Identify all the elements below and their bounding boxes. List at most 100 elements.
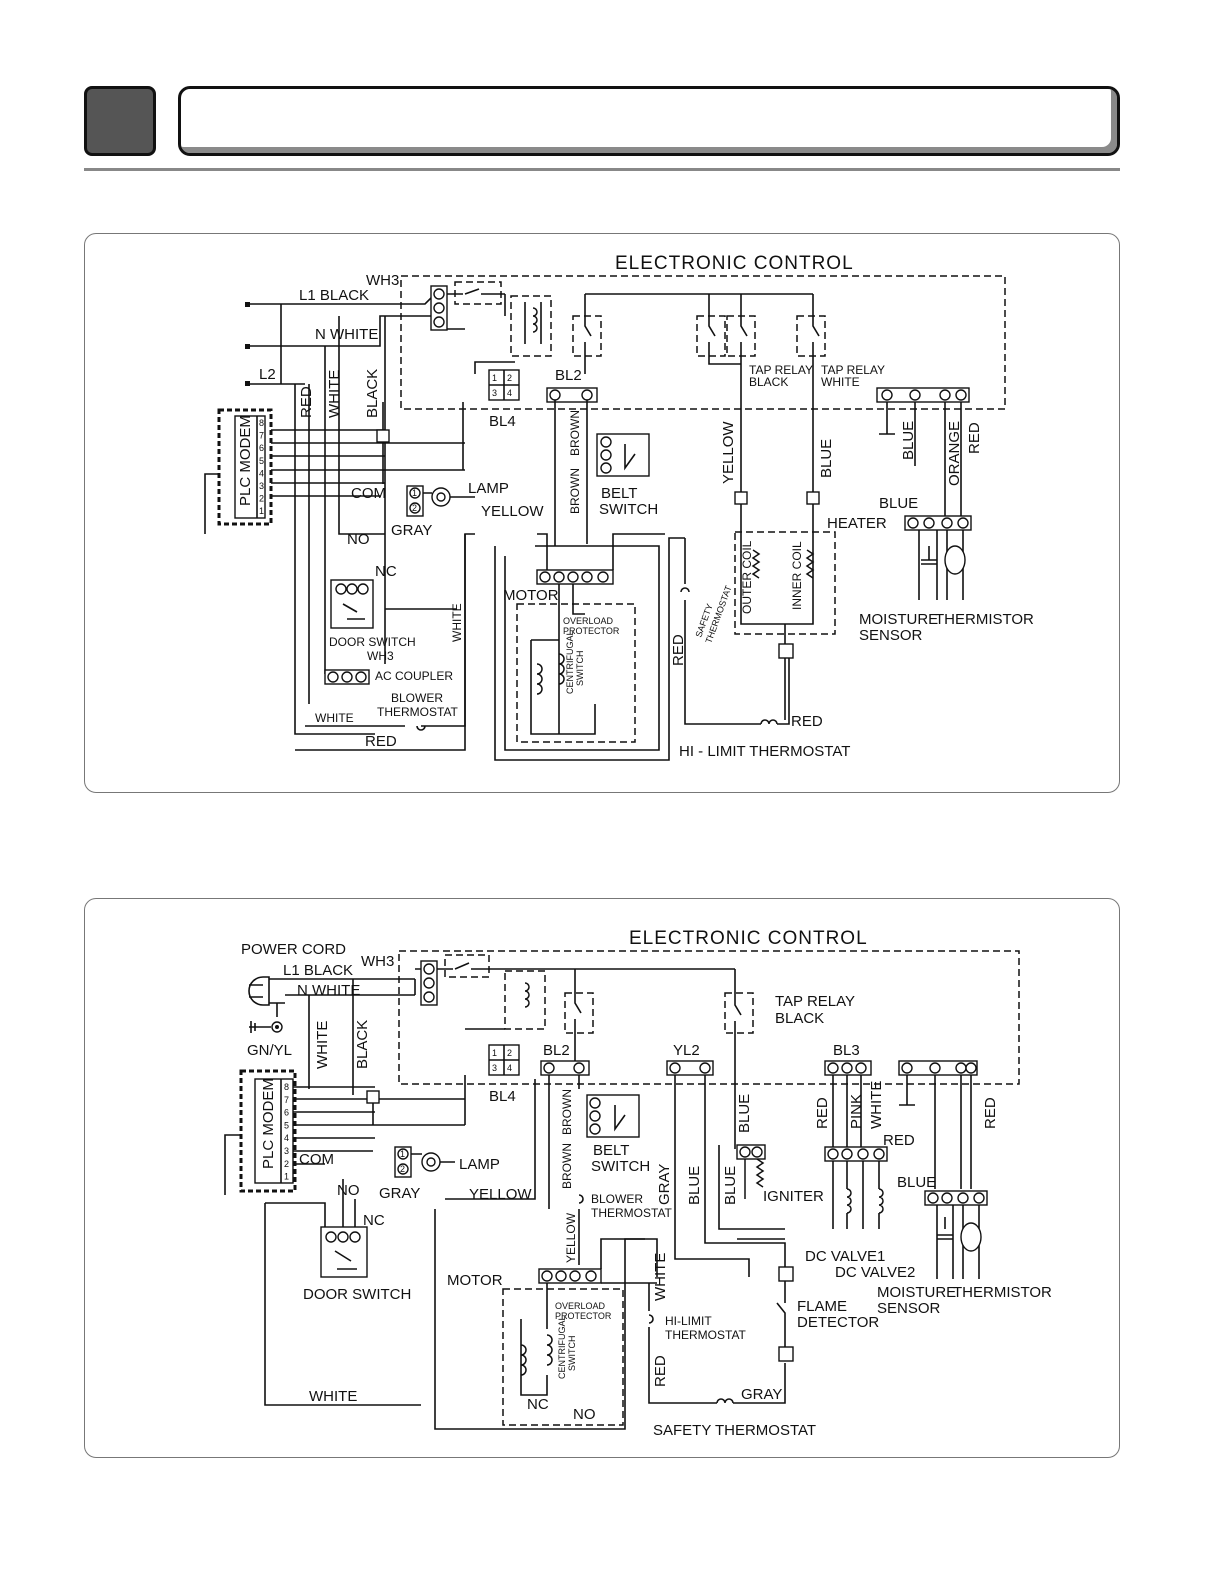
label-white3: WHITE [868,1081,885,1129]
plc-modem [239,1069,297,1193]
flame-detector [776,1266,794,1362]
heater-box [734,531,836,635]
label-motor: MOTOR [503,587,559,604]
label-yellow-vert: YELLOW [564,1212,578,1263]
electronic-control-title: ELECTRONIC CONTROL [615,253,854,274]
label-moisture-2: SENSOR [877,1300,941,1317]
label-thermistor: THERMISTOR [953,1284,1052,1301]
plc-pin: 5 [259,456,264,466]
label-l1-black: L1 BLACK [299,287,369,304]
plc-pin: 7 [259,431,264,441]
motor-box [502,1288,624,1426]
plc-pin: 6 [284,1108,289,1118]
label-l2: L2 [259,366,276,383]
moisture-thermistor-connector [904,515,972,531]
bl2-connector [546,387,598,403]
label-lamp: LAMP [468,480,509,497]
label-dc-valve2: DC VALVE2 [835,1264,915,1281]
power-plug-icon [248,976,285,1033]
label-white: WHITE [326,370,343,418]
label-yl2: YL2 [673,1042,700,1059]
dc-valve-connector [824,1146,888,1229]
label-blue-vert-2: BLUE [736,1094,753,1133]
label-tap-relay-white-2: WHITE [821,375,860,389]
label-blue-vert: BLUE [818,439,835,478]
label-moisture-1: MOISTURE [877,1284,956,1301]
label-gray-bottom: GRAY [741,1386,782,1403]
label-centrifugal-2: SWITCH [567,1336,577,1372]
label-belt-2: SWITCH [591,1158,650,1175]
label-blue-a: BLUE [900,421,917,460]
blower-thermostat [578,1194,584,1265]
label-tap-relay-2: BLACK [775,1010,824,1027]
label-blower-thermostat-2: THERMOSTAT [377,705,459,719]
label-brown-1: BROWN [568,468,582,514]
label-n-white: N WHITE [315,326,378,343]
label-hi-limit-2: THERMOSTAT [665,1328,747,1342]
label-white-bottom: WHITE [315,711,354,725]
svg-text:1: 1 [492,1048,497,1058]
label-outer-coil: OUTER COIL [740,540,754,614]
label-wh3-bottom: WH3 [367,649,394,663]
label-brown-1: BROWN [560,1089,574,1135]
label-dc-valve1: DC VALVE1 [805,1248,885,1265]
plc-arrow [204,473,219,534]
heater-coils [751,549,815,579]
label-blue-b: BLUE [879,495,918,512]
label-belt-2: SWITCH [599,501,658,518]
plc-arrow [224,1134,241,1195]
label-blower-2: THERMOSTAT [591,1206,673,1220]
label-red: RED [298,386,315,418]
sensor-connector [876,387,970,403]
label-no: NO [347,531,370,548]
label-red3: RED [814,1097,831,1129]
thermistor-icon [960,1222,982,1252]
label-tap-relay-1: TAP RELAY [775,993,855,1010]
svg-text:2: 2 [400,1164,405,1174]
label-gray: GRAY [391,522,432,539]
wiring-diagram-gas-svg: ELECTRONIC CONTROL POWER CORD L1 BLACK W… [224,928,1052,1439]
label-tap-relay-black-2: BLACK [749,375,788,389]
label-moisture-1: MOISTURE [859,611,938,628]
plc-pin: 2 [259,494,264,504]
motor-windings [536,653,565,695]
thermistor-icon [944,545,966,575]
plc-pin: 8 [284,1082,289,1092]
label-motor: MOTOR [447,1272,503,1289]
label-n-white: N WHITE [297,982,360,999]
plc-pin: 4 [259,468,264,478]
plc-wires [271,316,465,735]
electronic-control-box [400,275,1006,410]
label-blower-thermostat-1: BLOWER [391,691,443,705]
label-blue-igniter: BLUE [722,1166,739,1205]
plc-pin: 3 [284,1146,289,1156]
wh3-connector [420,960,438,1006]
svg-text:1: 1 [400,1149,405,1159]
label-red4: RED [883,1132,915,1149]
label-door-switch: DOOR SWITCH [303,1286,411,1303]
belt-switch [596,433,650,477]
label-wh3: WH3 [361,953,394,970]
label-l1-black: L1 BLACK [283,962,353,979]
label-red5: RED [982,1097,999,1129]
label-tap-relay-black-1: TAP RELAY [749,363,813,377]
label-overload-2: PROTECTOR [563,626,620,636]
belt-switch [586,1094,640,1138]
label-inner-coil: INNER COIL [790,541,804,610]
wiring-diagram-gas: ELECTRONIC CONTROL POWER CORD L1 BLACK W… [84,898,1120,1458]
bl2-connector [540,1060,590,1076]
plc-pin: 4 [284,1133,289,1143]
plc-pin: 5 [284,1120,289,1130]
svg-text:1: 1 [492,373,497,383]
label-hi-limit-1: HI-LIMIT [665,1314,712,1328]
label-black: BLACK [364,369,381,418]
label-brown-2: BROWN [560,1143,574,1189]
label-wh3: WH3 [366,272,399,289]
label-com: COM [351,485,386,502]
moisture-thermistor-connector [924,1190,988,1206]
label-centrifugal-2: SWITCH [575,651,585,687]
motor-box [516,603,636,743]
